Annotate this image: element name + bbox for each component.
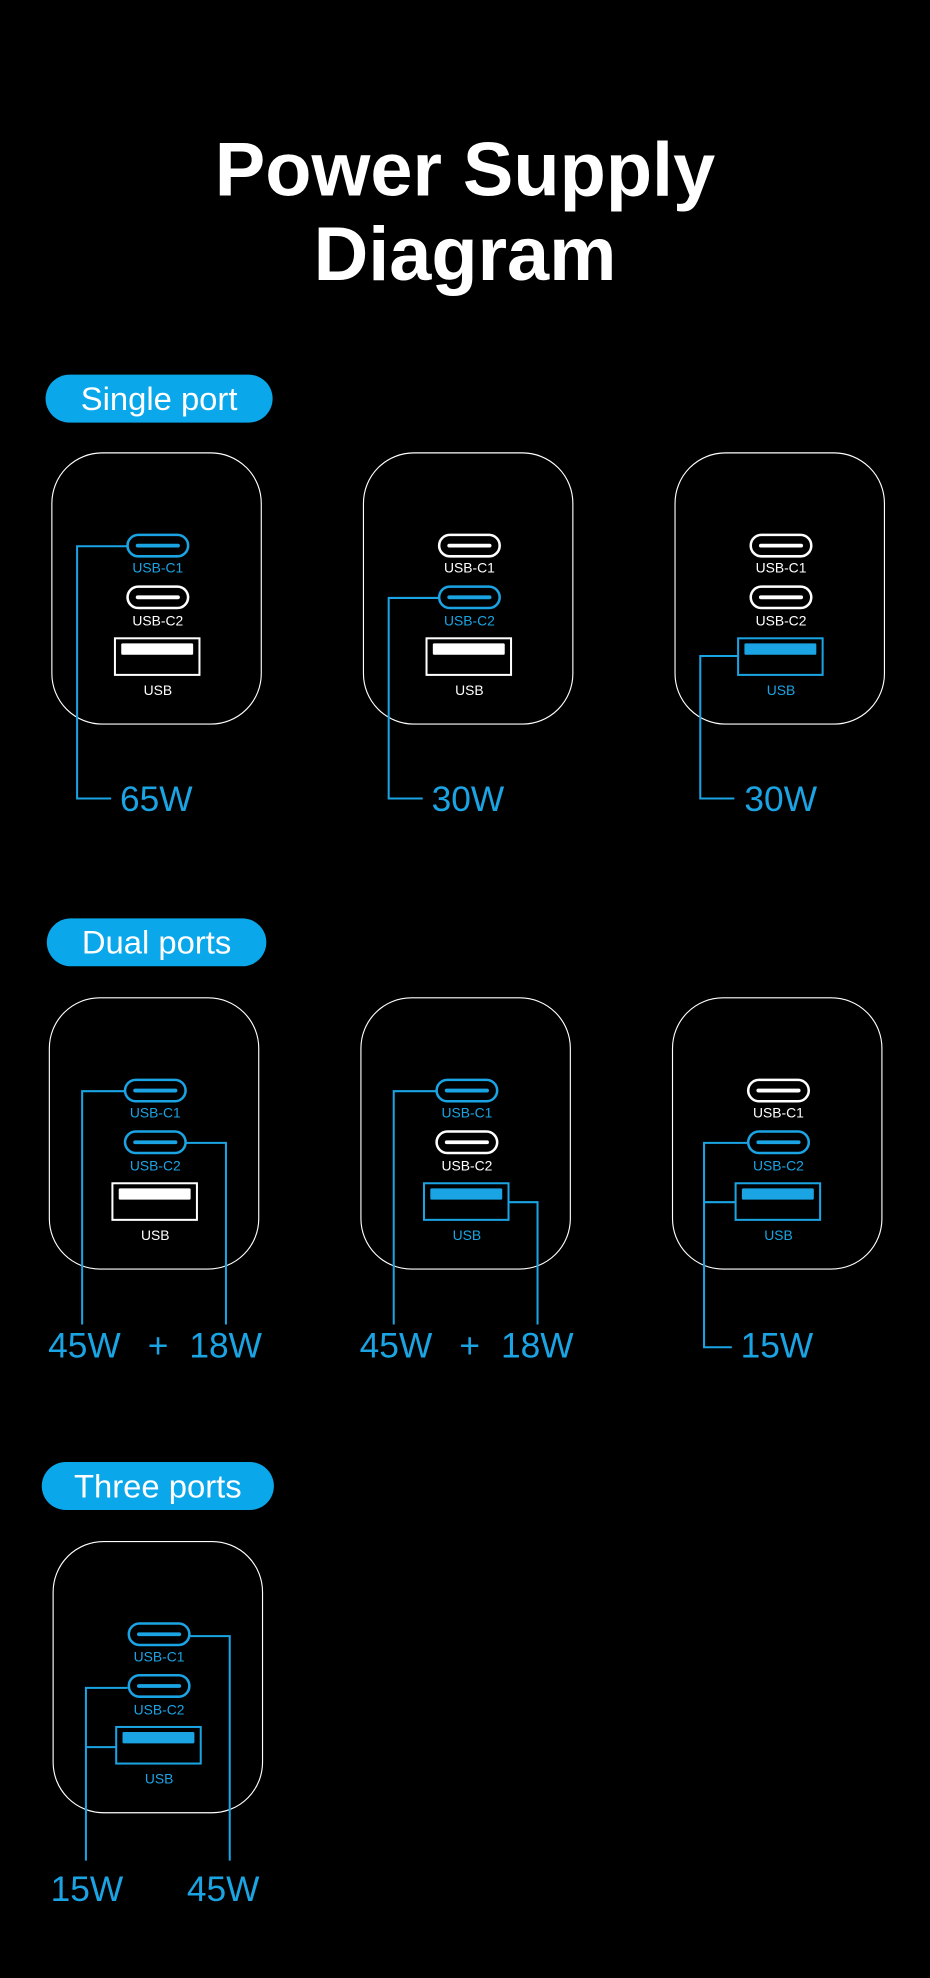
usb-a-port-icon [115, 1725, 202, 1765]
usb-c2-port-icon [749, 585, 813, 610]
section-label: Single port [81, 380, 238, 417]
wattage-label: 65W [120, 780, 193, 819]
port-label-usb: USB [144, 682, 173, 698]
usb-a-port-icon [425, 637, 513, 676]
port-label-c1: USB-C1 [444, 560, 495, 576]
wattage-label: 45W [360, 1326, 433, 1365]
charger-outline [52, 1540, 264, 1814]
section-pill [45, 374, 273, 423]
port-label-c2: USB-C2 [444, 613, 495, 629]
section-pill [46, 918, 267, 967]
charger-outline [48, 997, 260, 1270]
usb-c1-port-icon [746, 1078, 811, 1103]
charger-outline [362, 452, 574, 725]
port-label-c1: USB-C1 [130, 1105, 181, 1121]
port-label-usb: USB [145, 1771, 174, 1787]
port-label-c1: USB-C1 [134, 1648, 185, 1664]
connector-line [508, 1201, 539, 1325]
usb-c1-port-icon [127, 1622, 191, 1647]
port-label-c2: USB-C2 [756, 613, 807, 629]
charger-outline [671, 997, 883, 1270]
charger-outline [51, 452, 262, 725]
port-label-c1: USB-C1 [441, 1105, 492, 1121]
plus-sign: + [459, 1326, 480, 1365]
port-label-c1: USB-C1 [753, 1105, 804, 1121]
connector-line [703, 1141, 749, 1349]
usb-a-port-icon [113, 637, 201, 676]
port-label-c2: USB-C2 [753, 1158, 804, 1174]
port-label-usb: USB [453, 1227, 482, 1243]
section-label: Three ports [74, 1467, 242, 1504]
wattage-label: 15W [741, 1326, 814, 1365]
wattage-label: 30W [744, 780, 817, 819]
wattage-label: 30W [432, 780, 505, 819]
wattage-label: 18W [501, 1326, 574, 1365]
usb-c1-port-icon [749, 533, 813, 558]
charger-outline [674, 452, 886, 725]
section-single-port: Single portUSB-C1USB-C2USB65WUSB-C1USB-C… [45, 374, 886, 819]
page-title-line2: Diagram [314, 212, 617, 297]
port-label-c1: USB-C1 [132, 560, 183, 576]
connector-line [76, 545, 128, 800]
wattage-label: 45W [48, 1326, 121, 1365]
section-label: Dual ports [82, 924, 231, 961]
connector-line [185, 1141, 227, 1325]
usb-c1-port-icon [437, 533, 501, 558]
section-dual-ports: Dual portsUSB-C1USB-C2USB45W+18WUSB-C1US… [46, 918, 883, 1365]
connector-line [81, 1090, 126, 1325]
port-label-usb: USB [767, 682, 796, 698]
connector-line [188, 1635, 231, 1861]
port-label-c1: USB-C1 [756, 560, 807, 576]
charger-outline [360, 997, 571, 1270]
port-label-c2: USB-C2 [441, 1158, 492, 1174]
port-label-c2: USB-C2 [132, 613, 183, 629]
usb-c2-port-icon [127, 1673, 191, 1698]
connector-line [392, 1090, 437, 1325]
usb-c2-port-icon [126, 585, 190, 610]
wattage-label: 18W [189, 1326, 262, 1365]
wattage-label: 45W [187, 1870, 260, 1909]
plus-sign: + [148, 1326, 169, 1365]
connector-line [699, 654, 739, 800]
port-label-c2: USB-C2 [134, 1701, 185, 1717]
connector-line [387, 596, 440, 800]
page-title-line1: Power Supply [215, 128, 715, 213]
port-label-c2: USB-C2 [130, 1158, 181, 1174]
connector-line [84, 1686, 128, 1861]
port-label-usb: USB [764, 1227, 793, 1243]
wattage-label: 15W [51, 1870, 124, 1909]
usb-a-port-icon [111, 1182, 198, 1221]
port-label-usb: USB [455, 682, 484, 698]
port-label-usb: USB [141, 1227, 170, 1243]
section-pill [41, 1462, 274, 1510]
usb-c2-port-icon [435, 1130, 499, 1155]
